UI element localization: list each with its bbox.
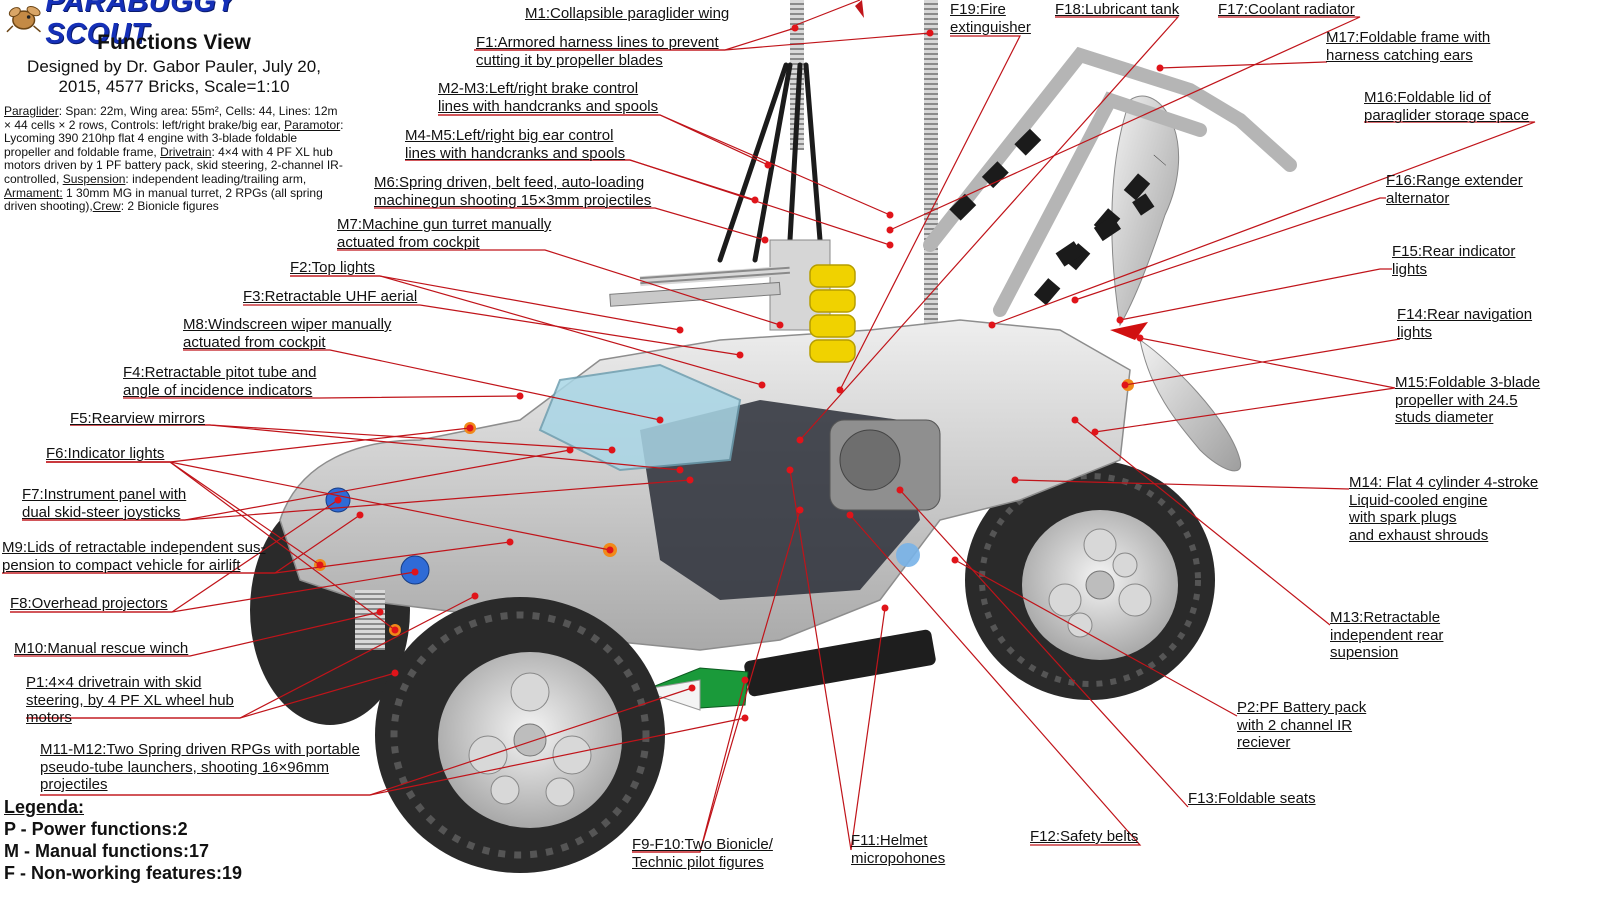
callout-f16: F16:Range extender alternator [1386, 172, 1523, 207]
leader-lines [2, 16, 1536, 853]
front-wheel [375, 597, 665, 873]
callout-f13: F13:Foldable seats [1188, 790, 1316, 807]
callout-m8: M8:Windscreen wiper manually actuated fr… [183, 316, 392, 351]
callout-m14: M14: Flat 4 cylinder 4-stroke Liquid-coo… [1349, 474, 1539, 544]
callout-f6: F6:Indicator lights [46, 445, 165, 462]
harness-coil-right [924, 0, 938, 350]
page-subtitle: Functions View [97, 31, 251, 54]
windscreen [538, 363, 742, 472]
spec-label-paramotor: Paramotor [284, 117, 341, 132]
legend-title: Legenda: [4, 797, 85, 817]
callout-f14: F14:Rear navigation lights [1397, 306, 1533, 341]
callout-f12: F12:Safety belts [1030, 828, 1139, 845]
callout-m10: M10:Manual rescue winch [14, 640, 189, 657]
callout-m1: M1:Collapsible paraglider wing [525, 5, 730, 22]
callout-m2-m3: M2-M3:Left/right brake control lines wit… [438, 80, 659, 115]
callout-f17: F17:Coolant radiator [1218, 1, 1355, 18]
callout-m4-m5: M4-M5:Left/right big ear control lines w… [405, 127, 626, 162]
callout-f5: F5:Rearview mirrors [70, 410, 206, 427]
callout-m7: M7:Machine gun turret manually actuated … [337, 216, 552, 251]
callout-f7: F7:Instrument panel with dual skid-steer… [22, 486, 187, 521]
rear-wheel [965, 460, 1215, 700]
spec-label-paraglider: Paraglider [4, 104, 59, 118]
callout-f18: F18:Lubricant tank [1055, 1, 1180, 18]
callout-p2: P2:PF Battery pack with 2 channel IR rec… [1237, 699, 1367, 751]
spec-text-paraglider: : Span: 22m, Wing area: 55m², Cells: 44,… [4, 104, 338, 132]
spec-text-drivetrain: : 4×4 with 4 PF XL hub motors driven by … [4, 144, 343, 186]
legend-row-manual: M - Manual functions:17 [4, 841, 210, 861]
callout-m13: M13:Retractable independent rear supensi… [1330, 609, 1444, 661]
callout-f1: F1:Armored harness lines to prevent cutt… [476, 34, 719, 69]
callout-f2: F2:Top lights [290, 259, 376, 276]
spec-label-suspension: Suspension [62, 171, 126, 186]
callout-m17: M17:Foldable frame with harness catching… [1326, 29, 1491, 64]
callout-f19: F19:Fire extinguisher [950, 1, 1031, 36]
designer-credit: Designed by Dr. Gabor Pauler, July 20, 2… [27, 57, 321, 96]
legend: Legenda: P - Power functions:2 M - Manua… [4, 796, 242, 884]
front-spring [355, 590, 385, 650]
spec-text-suspension: : independent leading/trailing arm, [125, 171, 307, 186]
vehicle-illustration [250, 0, 1297, 873]
callout-m11-m12: M11-M12:Two Spring driven RPGs with port… [40, 741, 360, 793]
logo-row: PARABUGGY SCOUT [4, 0, 344, 50]
callout-m16: M16:Foldable lid of paraglider storage s… [1364, 89, 1530, 124]
propeller-blade-right [1139, 338, 1242, 472]
legend-row-power: P - Power functions:2 [4, 819, 188, 839]
spec-text-crew: : 2 Bionicle figures [120, 199, 219, 214]
callout-f11: F11:Helmet micropohones [851, 832, 946, 867]
legend-row-nonworking: F - Non-working features:19 [4, 863, 243, 883]
specs-paragraph: Paraglider: Span: 22m, Wing area: 55m², … [4, 104, 344, 214]
callout-f3: F3:Retractable UHF aerial [243, 288, 418, 305]
spec-label-crew: Crew [92, 199, 121, 214]
callout-dots [316, 24, 1164, 722]
callout-f9-f10: F9-F10:Two Bionicle/ Technic pilot figur… [632, 836, 773, 871]
spec-text-armament: 1 30mm MG in manual turret, 2 RPGs (all … [4, 185, 323, 214]
header: PARABUGGY SCOUT Functions View Designed … [4, 0, 344, 214]
spec-label-armament: Armament: [4, 185, 63, 200]
rpg-tube [744, 629, 936, 697]
callout-f4: F4:Retractable pitot tube and angle of i… [123, 364, 317, 399]
machine-gun-barrel [609, 281, 781, 307]
callout-f15: F15:Rear indicator lights [1392, 243, 1516, 278]
callout-m15: M15:Foldable 3-blade propeller with 24.5… [1395, 374, 1541, 426]
spec-label-drivetrain: Drivetrain [160, 144, 212, 159]
callout-p1: P1:4×4 drivetrain with skid steering, by… [26, 674, 234, 726]
callout-m6: M6:Spring driven, belt feed, auto-loadin… [374, 174, 652, 209]
bug-logo-icon [6, 5, 41, 33]
callout-f8: F8:Overhead projectors [10, 595, 168, 612]
callout-m9: M9:Lids of retractable independent sus- … [2, 539, 266, 574]
brand-title: PARABUGGY SCOUT [45, 0, 236, 50]
spec-text-paramotor: : Lycoming 390 210hp flat 4 engine with … [4, 117, 344, 159]
